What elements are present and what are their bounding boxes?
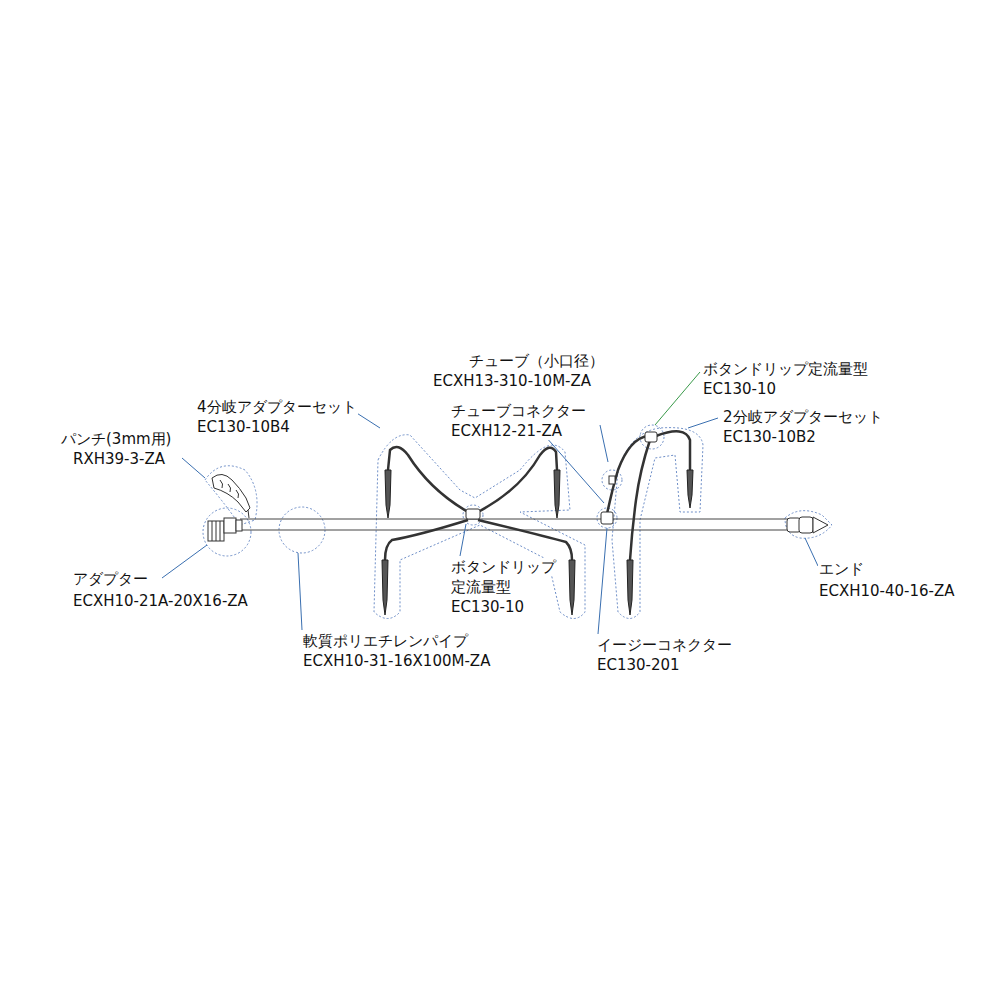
punch [212,474,250,518]
part-name: チューブ（小口径） [468,352,605,370]
pipe [240,519,795,530]
part-name: EC130-201 [596,656,681,674]
part-code: ECXH10-21A-20X16-ZA [72,592,249,610]
stakes [382,470,693,615]
part-code: 軟質ポリエチレンパイプ [302,632,469,650]
part-name: EC130-10 [450,598,525,616]
leader-lines [162,410,818,634]
part-name: チューブコネクター [450,402,587,420]
part-name: ECXH10-40-16-ZA [818,582,956,600]
part-name: パンチ(3mm用) [60,430,172,448]
part-name: 2分岐アダプターセット [722,408,884,426]
part-code: RXH39-3-ZA [72,450,166,468]
part-name: 4分岐アダプターセット [196,398,358,416]
part-outlines [203,425,832,619]
part-code: EC130-10 [702,380,777,398]
fittings [466,432,657,524]
part-code: 定流量型 [450,578,512,596]
part-name: ボタンドリップ [450,558,557,576]
part-code: EC130-10B2 [722,428,817,446]
part-name: ボタンドリップ定流量型 [702,360,869,378]
part-name: ECXH10-31-16X100M-ZA [302,652,491,670]
end [787,517,828,533]
part-code: EC130-10B4 [196,418,291,436]
tubes [385,431,690,560]
part-code: ECXH13-310-10M-ZA [432,372,592,390]
part-code: イージーコネクター [596,636,733,654]
leader-line [655,372,700,425]
part-code: ECXH12-21-ZA [450,422,563,440]
adapter [208,518,242,541]
part-code: エンド [818,560,865,578]
part-name: アダプター [72,570,149,588]
